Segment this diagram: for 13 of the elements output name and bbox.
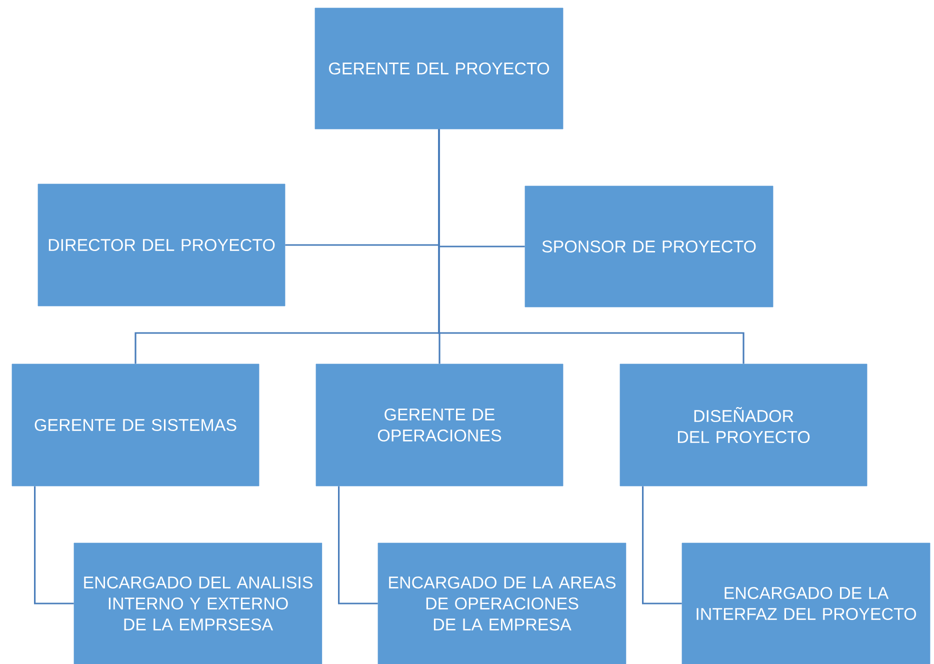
connector-line	[338, 486, 378, 604]
org-box: GERENTE DE SISTEMAS	[12, 364, 260, 486]
org-box: ENCARGADO DE LA AREAS DE OPERACIONES DE LA EMPRESA	[378, 542, 626, 664]
connector-line	[642, 486, 682, 604]
org-box: GERENTE DEL PROYECTO	[314, 8, 564, 130]
org-box: SPONSOR DE PROYECTO	[524, 186, 774, 308]
org-box: GERENTE DE OPERACIONES	[316, 364, 564, 486]
connector-line	[438, 129, 744, 364]
org-box: ENCARGADO DE LA INTERFAZ DEL PROYECTO	[682, 542, 930, 664]
org-box: DIRECTOR DEL PROYECTO	[38, 184, 286, 306]
org-box: DISEÑADOR DEL PROYECTO	[620, 364, 868, 486]
connector-line	[34, 486, 74, 604]
org-box: ENCARGADO DEL ANALISIS INTERNO Y EXTERNO DE LA EMPRSESA	[74, 542, 322, 664]
